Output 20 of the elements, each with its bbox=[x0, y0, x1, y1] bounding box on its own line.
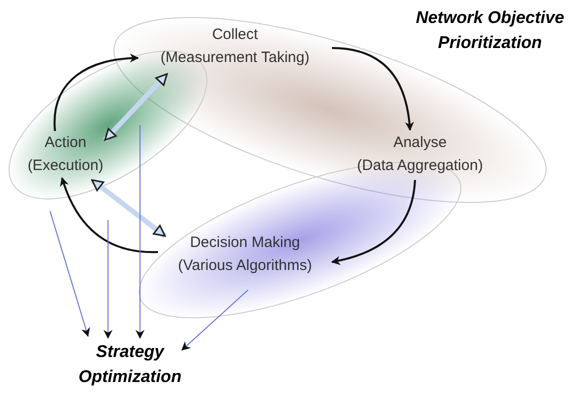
arrow bbox=[50, 210, 90, 337]
arrow bbox=[331, 180, 416, 265]
node-label: (Various Algorithms) bbox=[178, 256, 312, 276]
node-label: Action bbox=[44, 133, 86, 153]
arrow bbox=[60, 177, 158, 253]
arrow bbox=[332, 47, 414, 131]
node-label: Strategy Optimization bbox=[78, 341, 182, 388]
node-label: (Execution) bbox=[28, 156, 104, 176]
arrow bbox=[104, 220, 112, 339]
arrow bbox=[136, 124, 144, 339]
arrow bbox=[54, 54, 139, 132]
node-label: Analyse bbox=[393, 133, 447, 153]
node-label: (Measurement Taking) bbox=[160, 48, 310, 68]
double-arrow bbox=[90, 178, 167, 238]
arrow bbox=[181, 290, 248, 351]
double-arrow bbox=[103, 72, 169, 142]
heading-label: Network Objective Prioritization bbox=[414, 7, 566, 54]
node-label: (Data Aggregation) bbox=[357, 156, 483, 176]
node-label: Decision Making bbox=[190, 233, 300, 253]
node-label: Collect bbox=[212, 25, 258, 45]
